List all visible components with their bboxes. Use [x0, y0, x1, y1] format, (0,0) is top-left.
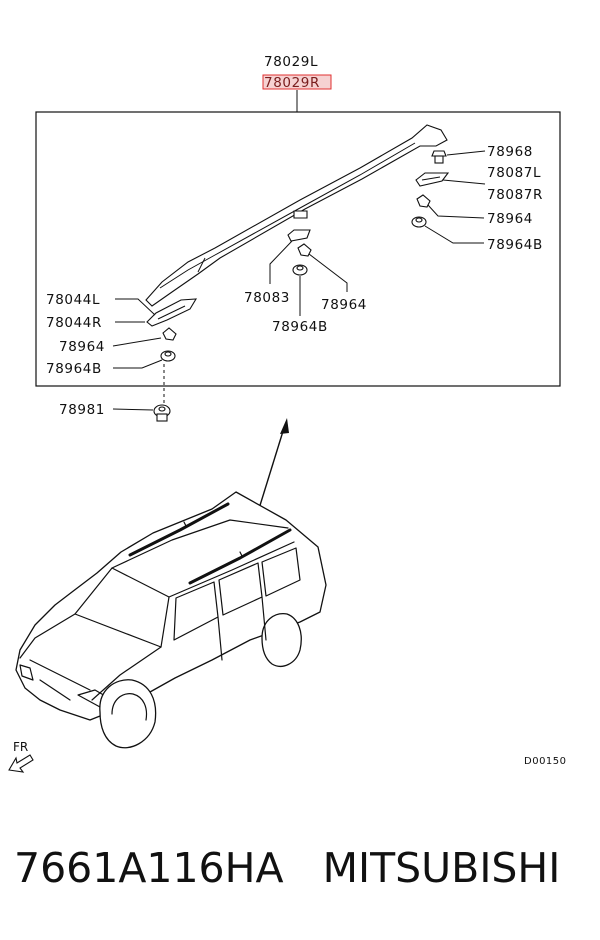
leader-line	[269, 240, 293, 284]
label-cover-front-l[interactable]: 78087L	[487, 165, 541, 181]
front-arrow-icon	[8, 754, 34, 773]
leader-line	[424, 225, 484, 244]
arrow-head-icon	[280, 418, 289, 434]
screw-icon[interactable]	[431, 150, 447, 164]
label-cover-center[interactable]: 78083	[244, 290, 290, 306]
label-clip-left[interactable]: 78964	[59, 339, 105, 355]
label-grommet-right[interactable]: 78964B	[487, 237, 543, 253]
clip-center-icon[interactable]	[297, 243, 312, 257]
label-cover-front-r[interactable]: 78087R	[487, 187, 543, 203]
clip-left-icon[interactable]	[162, 327, 177, 341]
grommet-center-icon[interactable]	[292, 264, 308, 276]
leader-line	[308, 253, 348, 292]
label-rail-l[interactable]: 78029L	[264, 54, 318, 70]
brand-name: MITSUBISHI	[322, 844, 561, 892]
part-number: 7661A116HA	[14, 844, 284, 892]
grommet-left-icon[interactable]	[160, 350, 176, 362]
label-cover-rear-r[interactable]: 78044R	[46, 315, 102, 331]
clip-right-icon[interactable]	[416, 194, 431, 208]
parts-frame	[35, 111, 561, 387]
grommet-right-icon[interactable]	[411, 216, 427, 228]
diagram-code: D00150	[524, 756, 567, 767]
leader-line	[112, 337, 162, 347]
leader-line	[112, 408, 154, 411]
leader-line	[113, 359, 163, 369]
label-clip-center[interactable]: 78964	[321, 297, 367, 313]
label-rail-r[interactable]: 78029R	[264, 75, 320, 91]
leader-line	[427, 204, 485, 219]
leader-line	[442, 179, 486, 185]
rear-cover-icon[interactable]	[146, 298, 198, 327]
roof-rail-icon[interactable]	[145, 124, 448, 307]
leader-line	[446, 150, 486, 156]
center-cover-icon[interactable]	[287, 229, 311, 242]
label-fastener[interactable]: 78981	[59, 402, 105, 418]
leader-line	[115, 298, 156, 316]
label-clip-right[interactable]: 78964	[487, 211, 533, 227]
highlight-box	[262, 74, 332, 90]
front-cover-icon[interactable]	[415, 172, 450, 187]
label-grommet-left[interactable]: 78964B	[46, 361, 102, 377]
label-direction: FR	[13, 740, 28, 754]
label-cover-rear-l[interactable]: 78044L	[46, 292, 100, 308]
fastener-icon[interactable]	[153, 404, 171, 422]
caption: 7661A116HA MITSUBISHI	[14, 838, 594, 898]
label-screw[interactable]: 78968	[487, 144, 533, 160]
car-illustration	[15, 491, 327, 749]
label-grommet-center[interactable]: 78964B	[272, 319, 328, 335]
